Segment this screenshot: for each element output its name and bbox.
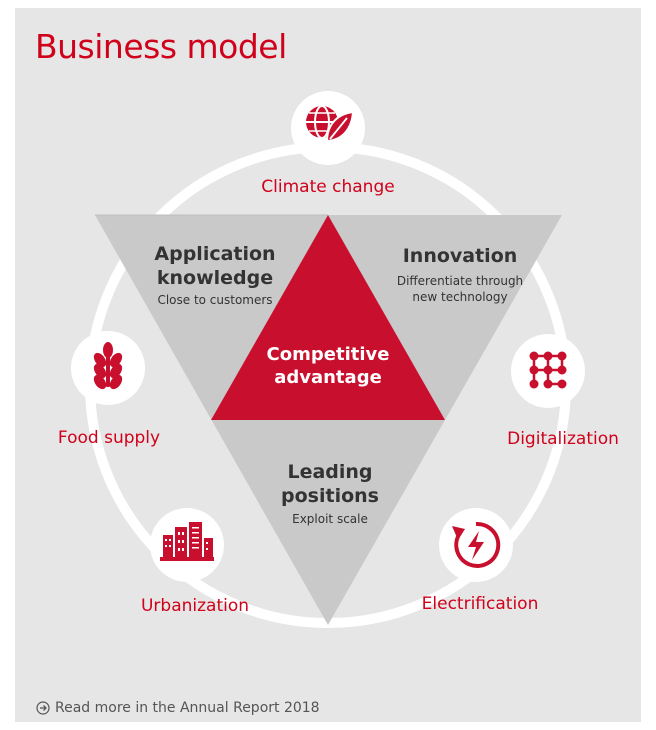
- segment-leading-title-line2: positions: [281, 485, 379, 507]
- driver-climate-change: Climate change: [261, 177, 395, 197]
- center-triangle: [211, 215, 445, 420]
- driver-urbanization: Urbanization: [140, 596, 250, 616]
- segment-innovation-subtitle: Differentiate through new technology: [397, 273, 523, 305]
- segment-innovation-subtitle-line2: new technology: [412, 290, 508, 304]
- driver-electrification: Electrification: [421, 594, 539, 614]
- driver-digitalization: Digitalization: [507, 429, 619, 449]
- city-buildings-icon: [160, 522, 214, 561]
- annual-report-link[interactable]: Read more in the Annual Report 2018: [36, 700, 320, 716]
- wheat-icon: [93, 342, 123, 390]
- competitive-advantage-label: Competitive advantage: [267, 343, 390, 389]
- center-line1: Competitive: [266, 344, 390, 365]
- globe-leaf-icon: [306, 105, 355, 143]
- driver-food-supply: Food supply: [57, 428, 161, 448]
- electric-refresh-icon: [452, 521, 501, 568]
- segment-application-knowledge: Application knowledge: [154, 242, 275, 290]
- annual-report-link-text[interactable]: Read more in the Annual Report 2018: [55, 700, 320, 716]
- segment-application-subtitle: Close to customers: [157, 293, 273, 307]
- segment-innovation-title: Innovation: [402, 245, 518, 267]
- segment-leading-subtitle: Exploit scale: [292, 512, 368, 526]
- page-title: Business model: [35, 27, 287, 66]
- segment-leading-title-line1: Leading: [287, 461, 373, 483]
- center-line2: advantage: [274, 367, 382, 388]
- arrow-circle-right-icon: [36, 701, 50, 715]
- segment-leading-positions: Leading positions: [281, 460, 379, 508]
- segment-application-title-line2: knowledge: [156, 267, 274, 289]
- segment-application-title-line1: Application: [154, 243, 276, 265]
- circuit-dots-icon: [529, 351, 567, 389]
- segment-innovation-subtitle-line1: Differentiate through: [396, 274, 524, 288]
